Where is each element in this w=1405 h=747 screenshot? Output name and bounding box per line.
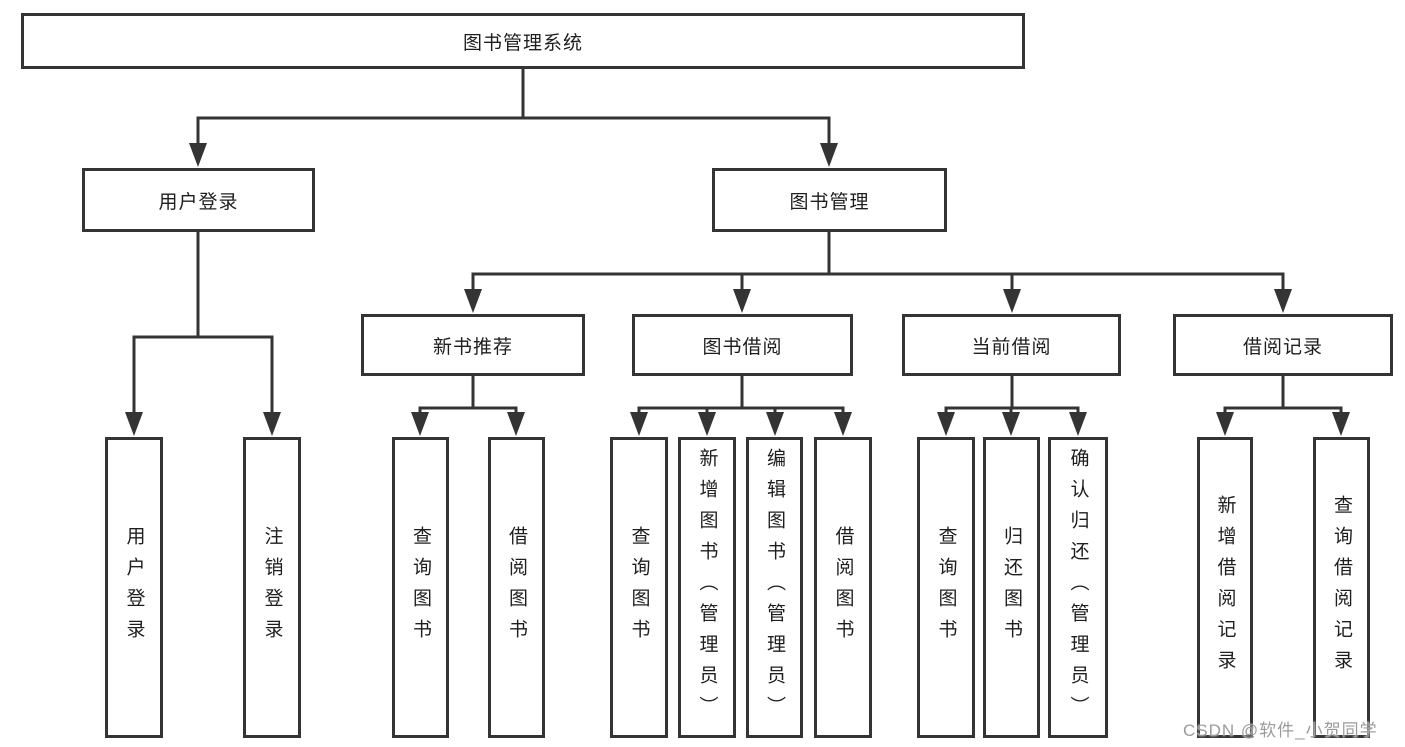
- leaf-confirm-return-admin: 确认归还（管理员）: [1048, 437, 1108, 738]
- leaf-return-books: 归还图书: [983, 437, 1040, 738]
- node-current-borrowing: 当前借阅: [902, 314, 1121, 376]
- leaf-user-login: 用户登录: [105, 437, 163, 738]
- leaf-label: 注销登录: [261, 525, 283, 650]
- node-book-borrowing: 图书借阅: [632, 314, 853, 376]
- node-new-book-recommendation: 新书推荐: [361, 314, 585, 376]
- leaf-label: 借阅图书: [832, 525, 854, 650]
- leaf-label: 归还图书: [1001, 525, 1022, 650]
- leaf-label: 用户登录: [123, 525, 145, 650]
- arrowheads: [125, 143, 1350, 436]
- leaf-add-borrowing-record: 新增借阅记录: [1197, 437, 1253, 738]
- leaf-label: 编辑图书（管理员）: [764, 448, 785, 727]
- leaf-label: 查询图书: [935, 525, 957, 650]
- leaf-label: 查询借阅记录: [1331, 494, 1352, 681]
- node-user-login: 用户登录: [82, 168, 315, 232]
- leaf-borrow-books-recommendation: 借阅图书: [488, 437, 545, 738]
- csdn-watermark: CSDN @软件_小贺同学: [1183, 721, 1378, 740]
- leaf-label: 查询图书: [628, 525, 650, 650]
- node-borrowing-records: 借阅记录: [1173, 314, 1393, 376]
- leaf-edit-books-admin: 编辑图书（管理员）: [746, 437, 803, 738]
- leaf-borrow-books: 借阅图书: [814, 437, 872, 738]
- leaf-query-books-recommendation: 查询图书: [392, 437, 449, 738]
- node-library-management-system: 图书管理系统: [21, 13, 1025, 69]
- leaf-label: 新增图书（管理员）: [696, 448, 718, 727]
- leaf-add-books-admin: 新增图书（管理员）: [678, 437, 736, 738]
- leaf-query-books-borrowing: 查询图书: [610, 437, 668, 738]
- leaf-label: 查询图书: [410, 525, 431, 650]
- leaf-query-books-current: 查询图书: [917, 437, 975, 738]
- leaf-label: 新增借阅记录: [1214, 494, 1236, 681]
- leaf-query-borrowing-record: 查询借阅记录: [1313, 437, 1370, 738]
- leaf-label: 借阅图书: [506, 525, 527, 650]
- node-book-management: 图书管理: [712, 168, 947, 232]
- leaf-logout: 注销登录: [243, 437, 301, 738]
- leaf-label: 确认归还（管理员）: [1067, 448, 1089, 727]
